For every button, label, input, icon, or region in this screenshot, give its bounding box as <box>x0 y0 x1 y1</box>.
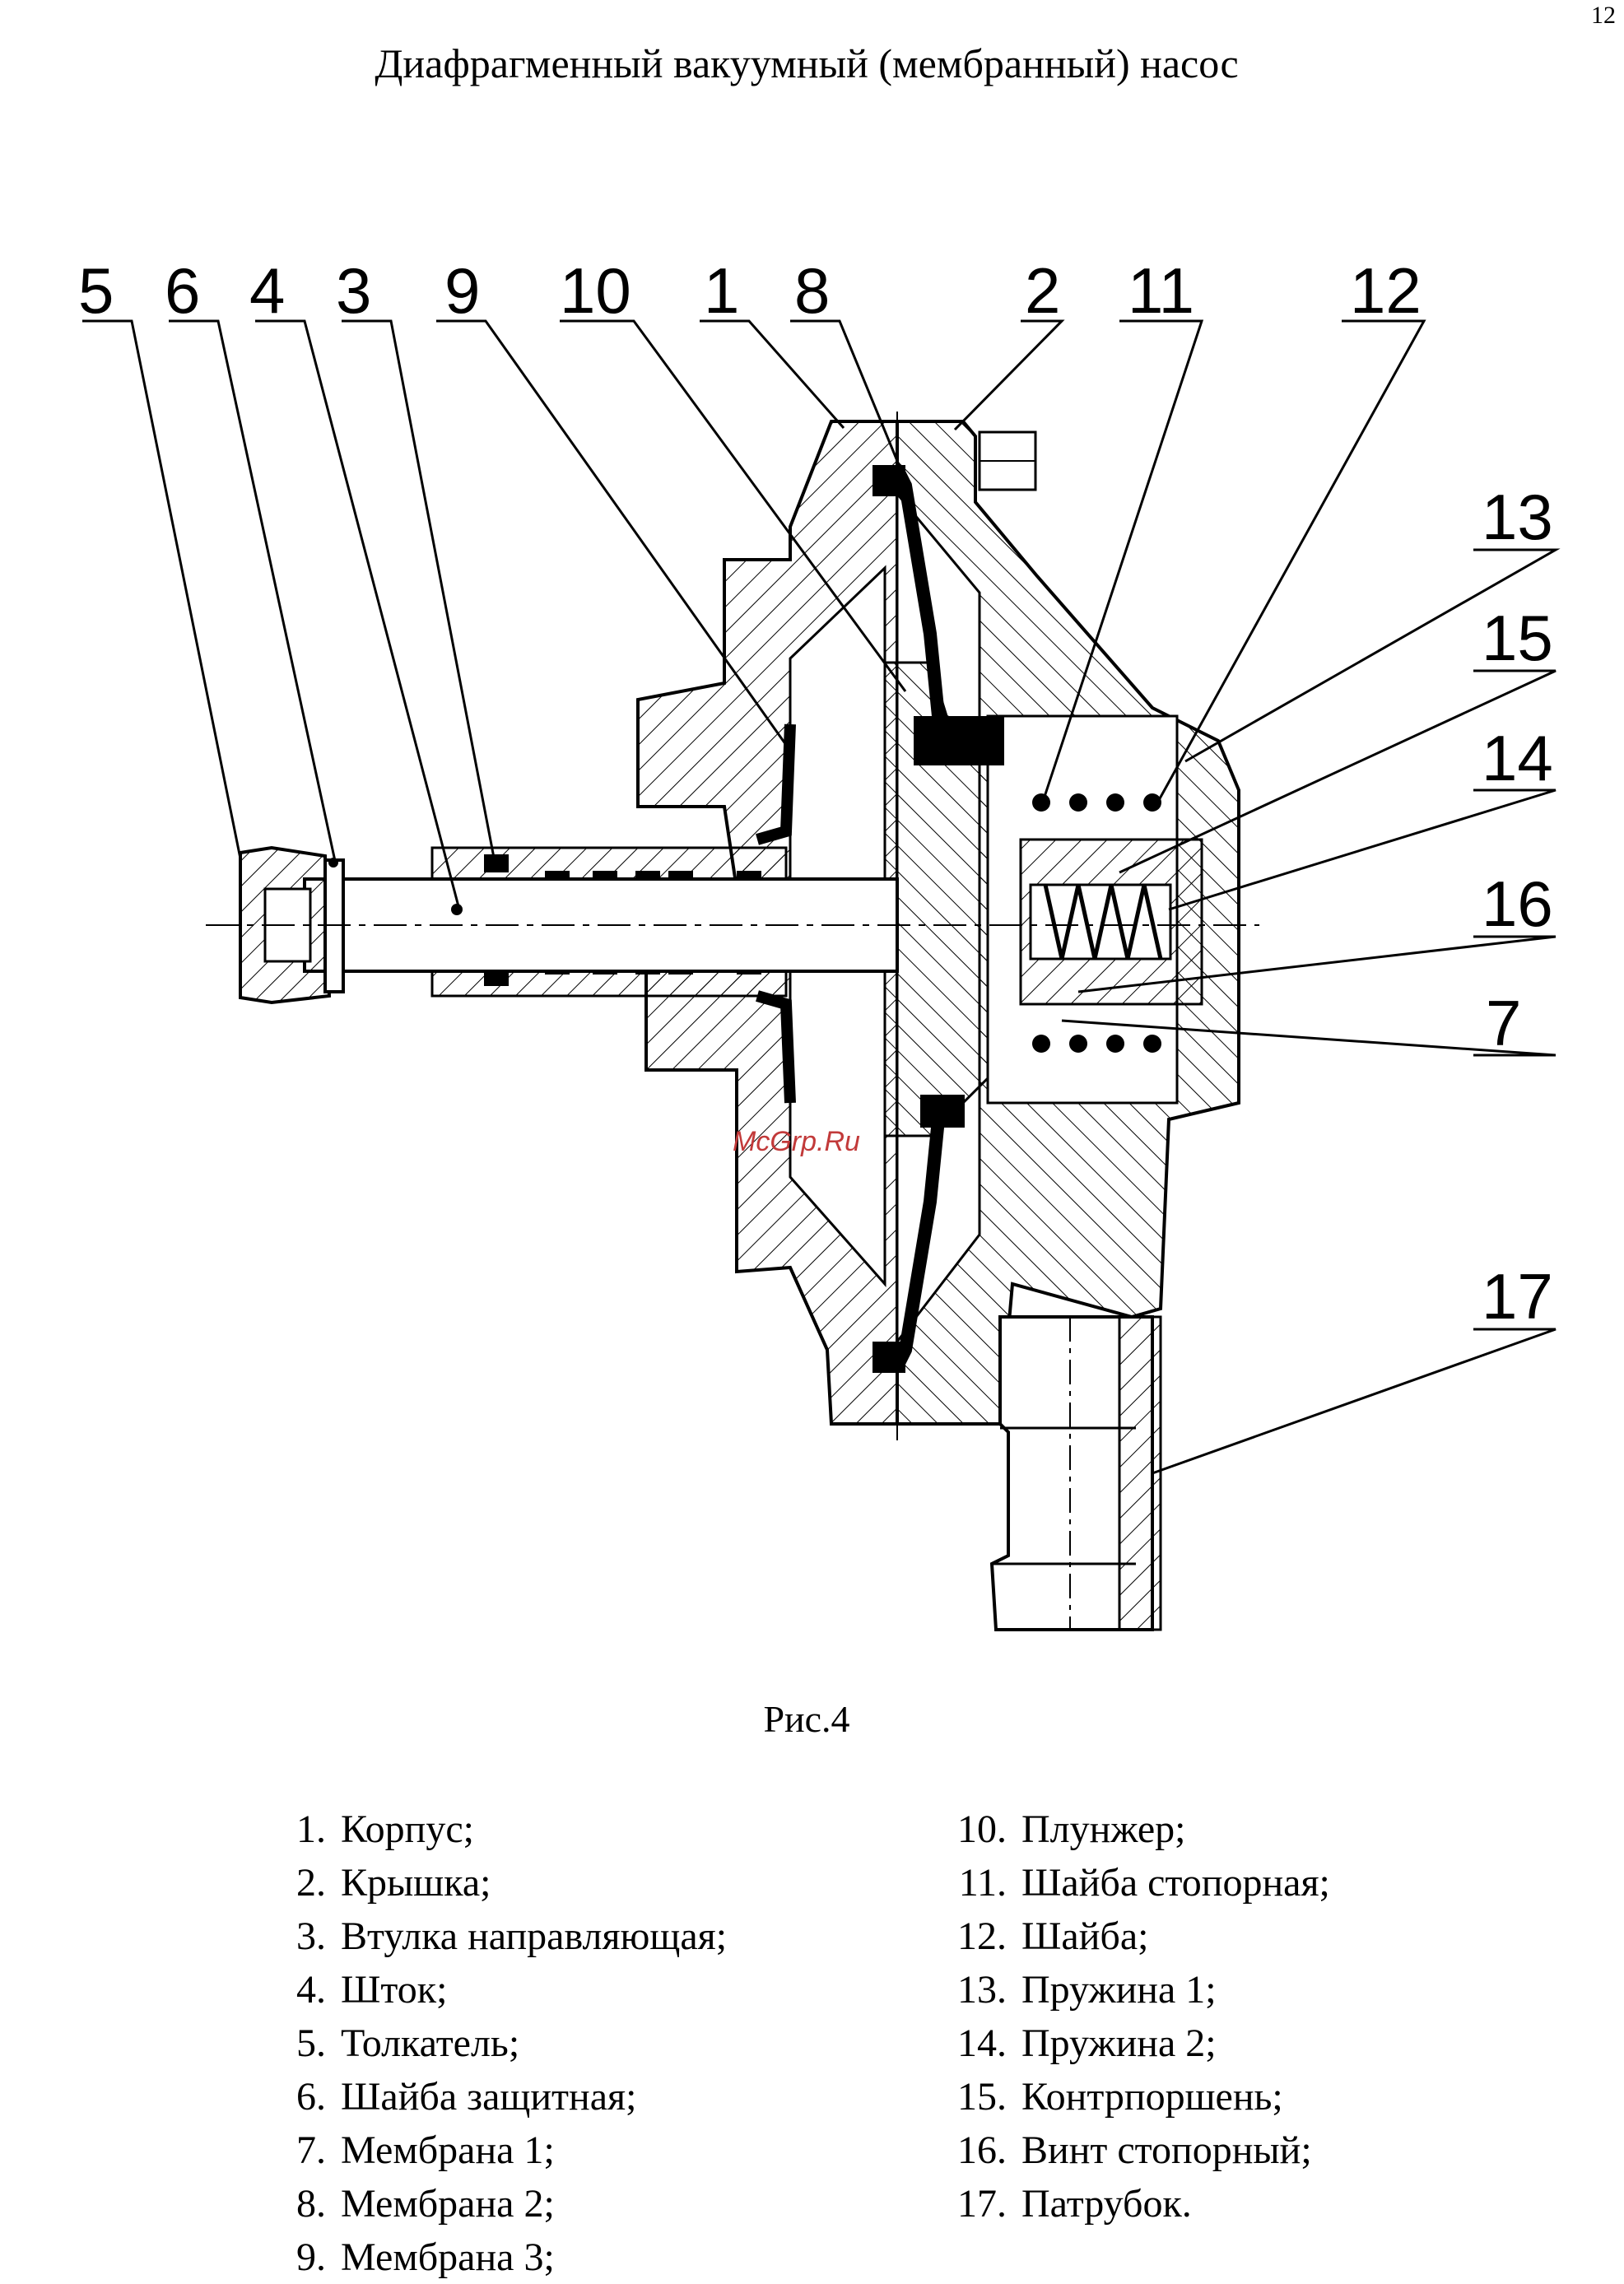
spring-2 <box>1029 883 1172 961</box>
legend-item: 6.Шайба защитная; <box>296 2075 637 2119</box>
legend-item: 12.Шайба; <box>957 1914 1149 1958</box>
leader-lines <box>82 319 1561 1475</box>
callout-5: 5 <box>78 254 114 327</box>
page-title: Диафрагменный вакуумный (мембранный) нас… <box>375 40 1239 86</box>
callout-12: 12 <box>1350 254 1422 327</box>
callout-13: 13 <box>1482 481 1553 553</box>
callout-labels: 5 6 4 3 9 10 1 8 2 11 12 13 15 14 16 7 1… <box>78 254 1553 1333</box>
callout-16: 16 <box>1482 868 1553 940</box>
bolt <box>978 430 1037 491</box>
page-number: 12 <box>1591 2 1616 29</box>
legend-left-column: 1.Корпус; 2.Крышка; 3.Втулка направляюща… <box>288 1803 727 2284</box>
callout-11: 11 <box>1128 254 1194 327</box>
callout-15: 15 <box>1482 602 1553 674</box>
callout-3: 3 <box>336 254 371 327</box>
legend-item: 3.Втулка направляющая; <box>296 1914 728 1958</box>
legend-item: 13.Пружина 1; <box>957 1968 1217 2012</box>
legend-item: 1.Корпус; <box>296 1807 474 1851</box>
legend-right-column: 10.Плунжер; 11.Шайба стопорная; 12.Шайба… <box>942 1803 1330 2231</box>
callout-6: 6 <box>165 254 200 327</box>
legend-item: 7.Мембрана 1; <box>296 2128 555 2172</box>
legend-item: 10.Плунжер; <box>957 1807 1186 1851</box>
callout-8: 8 <box>794 254 830 327</box>
legend-item: 8.Мембрана 2; <box>296 2182 555 2226</box>
legend-item: 4.Шток; <box>296 1968 448 2012</box>
nozzle <box>989 1315 1162 1631</box>
legend-item: 16.Винт стопорный; <box>957 2128 1312 2172</box>
legend-item: 5.Толкатель; <box>296 2021 520 2065</box>
callout-4: 4 <box>249 254 285 327</box>
membrane-3 <box>756 723 796 1104</box>
callout-17: 17 <box>1482 1260 1553 1333</box>
callout-7: 7 <box>1486 987 1521 1059</box>
legend-item: 14.Пружина 2; <box>957 2021 1217 2065</box>
spring-1 <box>1032 793 1161 1053</box>
callout-9: 9 <box>444 254 480 327</box>
callout-1: 1 <box>704 254 739 327</box>
figure-caption: Рис.4 <box>763 1698 850 1740</box>
callout-2: 2 <box>1025 254 1060 327</box>
plunger <box>883 661 1004 1137</box>
callout-14: 14 <box>1482 722 1553 794</box>
callout-10: 10 <box>560 254 631 327</box>
legend-item: 2.Крышка; <box>296 1861 491 1905</box>
watermark: McGrp.Ru <box>733 1126 860 1157</box>
legend-item: 9.Мембрана 3; <box>296 2235 555 2279</box>
legend-item: 15.Контрпоршень; <box>957 2075 1283 2119</box>
legend-item: 11.Шайба стопорная; <box>958 1861 1330 1905</box>
pump-cross-section-drawing: 5 6 4 3 9 10 1 8 2 11 12 13 15 14 16 7 1… <box>78 254 1561 1631</box>
legend-item: 17.Патрубок. <box>957 2182 1192 2226</box>
